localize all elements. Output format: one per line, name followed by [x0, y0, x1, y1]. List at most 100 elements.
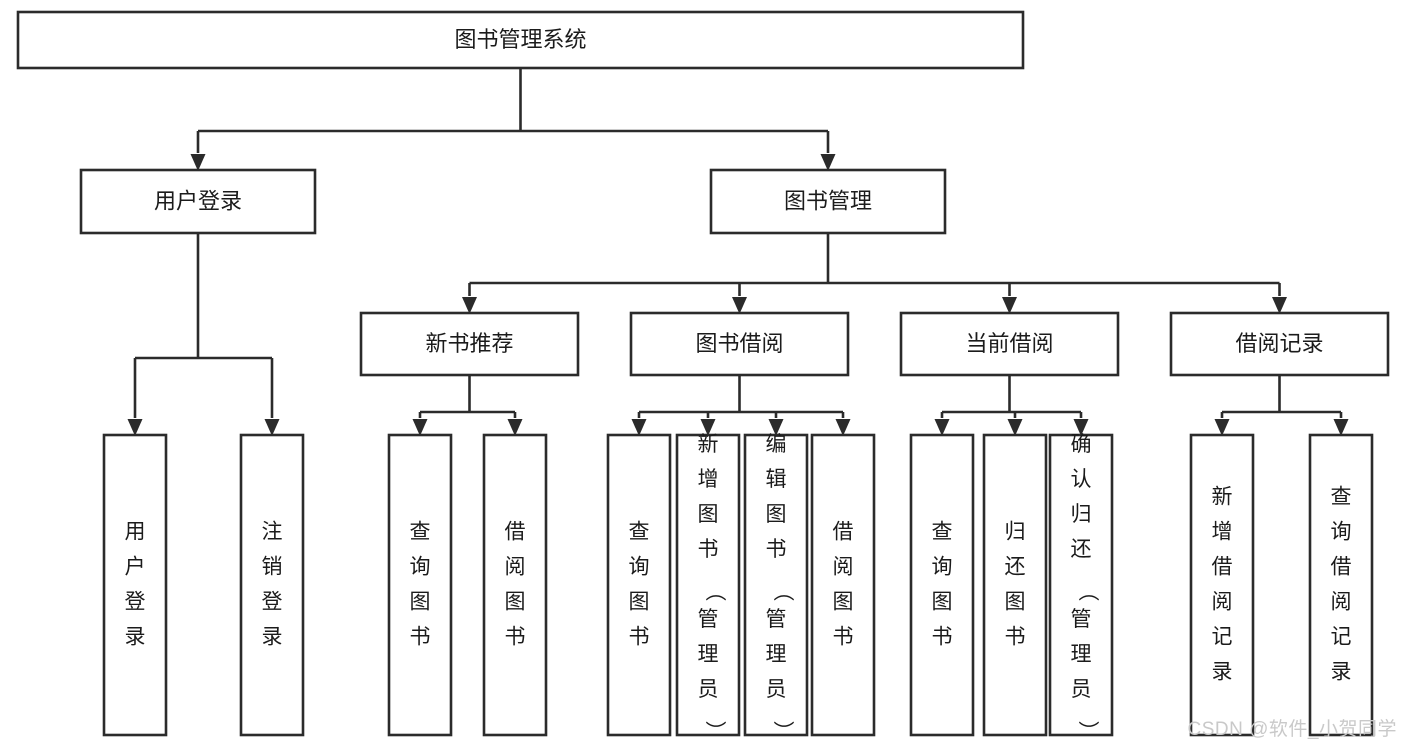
node-box	[909, 433, 975, 737]
node-label: 图书管理	[784, 188, 872, 213]
node-label-char: 还	[1005, 556, 1026, 579]
node-label-char: 书	[833, 626, 854, 649]
node-label-char: 书	[698, 538, 719, 561]
node-label-char: 用	[125, 521, 146, 544]
connector-group-l3-current	[934, 375, 1089, 436]
node-label: 图书管理系统	[454, 27, 586, 52]
node-root[interactable]: 图书管理系统	[16, 10, 1025, 70]
arrow-head	[835, 419, 851, 436]
node-l2-user-login[interactable]: 用户登录	[79, 168, 317, 235]
node-label-char: 管	[766, 608, 787, 631]
node-label-char: 询	[932, 556, 953, 579]
node-label-char: 书	[410, 626, 431, 649]
node-box	[387, 433, 453, 737]
node-box	[675, 433, 741, 737]
node-box	[482, 433, 548, 737]
node-label-char: 归	[1071, 503, 1092, 526]
node-label-char: 图	[932, 591, 953, 614]
node-label-char: 员	[698, 678, 719, 701]
node-label-char: 销	[262, 556, 283, 579]
arrow-head	[768, 419, 784, 436]
arrow-head	[1002, 297, 1017, 314]
node-box	[899, 311, 1120, 377]
node-label-char: 借	[1331, 556, 1352, 579]
connector-group-l2-user-login	[127, 233, 280, 436]
node-label-char: 书	[1005, 626, 1026, 649]
node-label-char: ）	[771, 721, 794, 742]
node-label: 用户登录	[154, 188, 242, 213]
node-l3-records[interactable]: 借阅记录	[1169, 311, 1390, 377]
node-label-char: 图	[698, 503, 719, 526]
node-label-char: 还	[1071, 538, 1092, 561]
watermark-label: CSDN @软件_小贺同学	[1187, 719, 1397, 740]
node-label-char: 阅	[1212, 591, 1233, 614]
node-label-char: 书	[932, 626, 953, 649]
node-box	[810, 433, 876, 737]
node-label-char: 员	[766, 678, 787, 701]
node-label-char: 理	[1071, 643, 1092, 666]
node-label-char: 查	[932, 521, 953, 544]
node-l3-borrow[interactable]: 图书借阅	[629, 311, 850, 377]
node-label: 图书借阅	[695, 331, 783, 356]
node-box	[1048, 433, 1114, 737]
node-label-char: 增	[1212, 521, 1233, 544]
node-label-char: 查	[629, 521, 650, 544]
node-label-char: （	[703, 581, 726, 602]
arrow-head	[1007, 419, 1023, 436]
node-box	[1308, 433, 1374, 737]
node-label: 借阅记录	[1235, 331, 1323, 356]
node-leaf-user-login[interactable]: 用户登录	[102, 433, 168, 737]
connector-layer	[127, 68, 1349, 436]
node-label-char: 录	[1331, 661, 1352, 684]
node-box	[982, 433, 1048, 737]
arrow-head	[264, 419, 280, 436]
node-label-char: 辑	[766, 468, 787, 491]
arrow-head	[934, 419, 950, 436]
connector-group-root	[190, 68, 836, 171]
node-label-char: 书	[629, 626, 650, 649]
node-label-char: 图	[1005, 591, 1026, 614]
node-l3-current[interactable]: 当前借阅	[899, 311, 1120, 377]
node-label-char: 书	[505, 626, 526, 649]
node-label-char: 录	[125, 626, 146, 649]
node-l3-new-book[interactable]: 新书推荐	[359, 311, 580, 377]
node-label-char: 阅	[1331, 591, 1352, 614]
node-label-char: 录	[262, 626, 283, 649]
node-label-char: ）	[1076, 721, 1099, 742]
node-label-char: 增	[698, 468, 719, 491]
node-label-char: 户	[125, 556, 146, 579]
node-label-char: 阅	[833, 556, 854, 579]
connector-group-l3-borrow	[631, 375, 851, 436]
node-label-char: 询	[410, 556, 431, 579]
node-box	[1189, 433, 1255, 737]
node-label-char: 图	[410, 591, 431, 614]
node-box	[359, 311, 580, 377]
node-label-char: 图	[833, 591, 854, 614]
node-label-char: 编	[766, 433, 787, 456]
node-box	[239, 433, 305, 737]
node-label-char: 归	[1005, 521, 1026, 544]
node-l2-book-manage[interactable]: 图书管理	[709, 168, 947, 235]
node-label-char: 登	[262, 591, 283, 614]
node-box	[16, 10, 1025, 70]
arrow-head	[631, 419, 647, 436]
node-label-char: 图	[505, 591, 526, 614]
node-label: 当前借阅	[965, 331, 1053, 356]
node-label-char: （	[771, 581, 794, 602]
node-box	[1169, 311, 1390, 377]
arrow-head	[1333, 419, 1349, 436]
arrow-head	[462, 297, 477, 314]
